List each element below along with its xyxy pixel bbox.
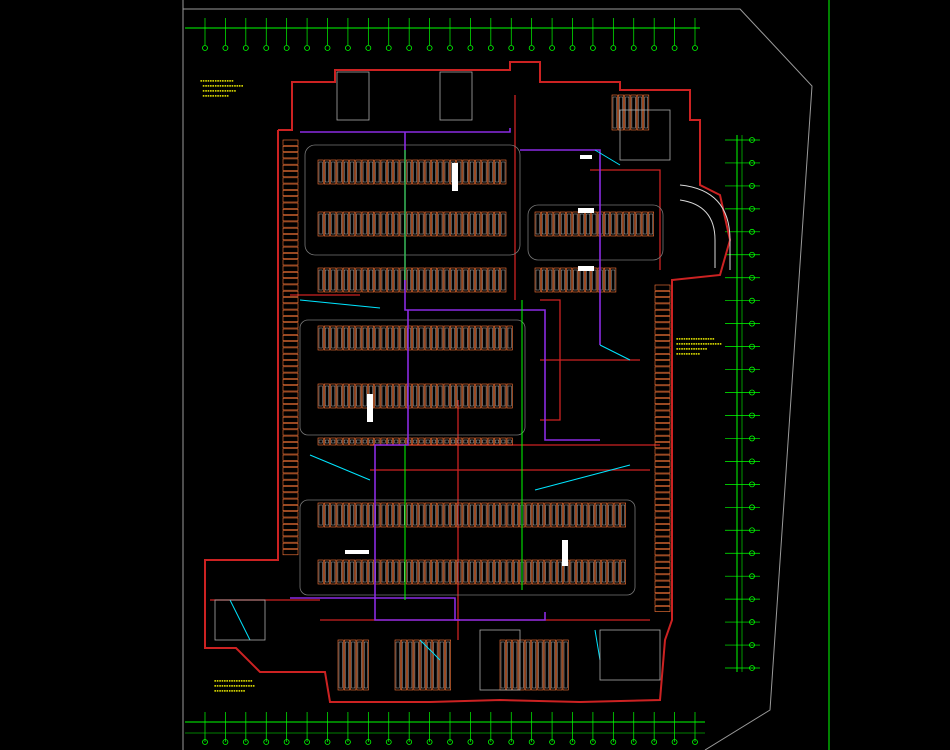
axis-bubble — [242, 45, 249, 51]
axis-bubble — [749, 183, 755, 189]
axis-bubble — [385, 739, 392, 745]
axis-bubble — [671, 45, 678, 51]
stall-row — [317, 383, 513, 409]
axis-grid-top — [185, 18, 700, 51]
axis-bubble — [508, 45, 515, 51]
axis-bubble — [692, 739, 698, 745]
stall-row — [317, 325, 513, 351]
stall-row — [337, 639, 369, 691]
axis-bubble — [630, 45, 637, 51]
axis-bubble — [590, 45, 596, 51]
axis-bubble — [692, 45, 698, 51]
axis-bubble — [345, 739, 351, 745]
axis-bubble — [447, 739, 453, 745]
stall-row — [317, 559, 627, 585]
axis-bubble — [467, 739, 474, 745]
stall-row — [394, 639, 451, 691]
stall-column — [282, 139, 299, 556]
axis-bubble — [304, 739, 310, 745]
axis-bubble — [508, 739, 515, 745]
axis-bubble — [749, 251, 755, 258]
axis-bubble — [528, 739, 535, 745]
axis-bubble — [651, 739, 658, 745]
axis-bubble — [749, 458, 755, 465]
axis-bubble — [749, 160, 755, 166]
axis-bubble — [406, 739, 413, 745]
axis-bubble — [324, 45, 331, 51]
axis-bubble — [549, 45, 555, 51]
axis-bubble — [569, 739, 576, 745]
axis-bubble — [202, 739, 208, 745]
axis-bubble — [202, 45, 208, 51]
axis-bubble — [749, 389, 755, 396]
axis-bubble — [749, 504, 755, 511]
axis-bubble — [749, 343, 755, 350]
stall-row — [499, 639, 569, 691]
axis-bubble — [749, 297, 755, 304]
axis-bubble — [590, 739, 596, 745]
axis-bubble — [749, 619, 755, 625]
axis-grid-bottom — [185, 712, 705, 745]
parking-stall-rows — [282, 94, 671, 691]
axis-bubble — [749, 550, 755, 557]
axis-bubble — [365, 739, 372, 745]
stair-cores — [214, 71, 671, 691]
stall-row — [317, 211, 507, 237]
axis-bubble — [549, 739, 555, 745]
axis-bubble — [749, 274, 755, 281]
axis-bubble — [447, 45, 453, 51]
stall-row — [317, 159, 507, 185]
axis-bubble — [324, 739, 331, 745]
axis-bubble — [528, 45, 535, 51]
axis-bubble — [749, 527, 755, 534]
axis-bubble — [749, 481, 755, 488]
axis-bubble — [749, 642, 755, 648]
axis-bubble — [630, 739, 637, 745]
axis-bubble — [222, 45, 229, 51]
axis-bubble — [749, 320, 755, 327]
interior-walls — [210, 95, 661, 640]
axis-grid-right — [725, 135, 760, 672]
axis-bubble — [283, 45, 290, 51]
axis-bubble — [610, 45, 617, 51]
axis-bubble — [749, 435, 755, 442]
axis-bubble — [385, 45, 392, 51]
axis-bubble — [749, 228, 755, 235]
axis-bubble — [749, 137, 755, 143]
axis-bubble — [487, 45, 494, 51]
axis-bubble — [263, 45, 270, 51]
axis-bubble — [222, 739, 229, 745]
stall-column — [654, 284, 671, 612]
axis-bubble — [749, 573, 755, 580]
axis-bubble — [749, 366, 755, 373]
axis-bubble — [610, 739, 617, 745]
riser-lines — [404, 150, 523, 600]
axis-bubble — [651, 45, 658, 51]
axis-bubble — [467, 45, 474, 51]
axis-bubble — [749, 596, 755, 603]
axis-bubble — [365, 45, 372, 51]
axis-bubble — [749, 665, 755, 671]
axis-bubble — [749, 205, 755, 212]
axis-bubble — [426, 739, 433, 745]
axis-bubble — [406, 45, 413, 51]
axis-bubble — [671, 739, 678, 745]
property-lines — [182, 0, 813, 750]
axis-bubble — [345, 45, 351, 51]
column-markers — [345, 155, 594, 566]
sprinkler-branch-pipes — [229, 149, 631, 661]
axis-bubble — [569, 45, 576, 51]
axis-bubble — [242, 739, 249, 745]
axis-bubble — [304, 45, 310, 51]
axis-bubble — [749, 412, 755, 419]
axis-bubble — [487, 739, 494, 745]
axis-bubble — [283, 739, 290, 745]
ramp-curve — [679, 184, 731, 270]
stall-row — [317, 437, 513, 446]
stall-row — [611, 94, 650, 131]
axis-bubble — [263, 739, 270, 745]
drive-aisle-outlines — [299, 144, 664, 596]
axis-bubble — [426, 45, 433, 51]
